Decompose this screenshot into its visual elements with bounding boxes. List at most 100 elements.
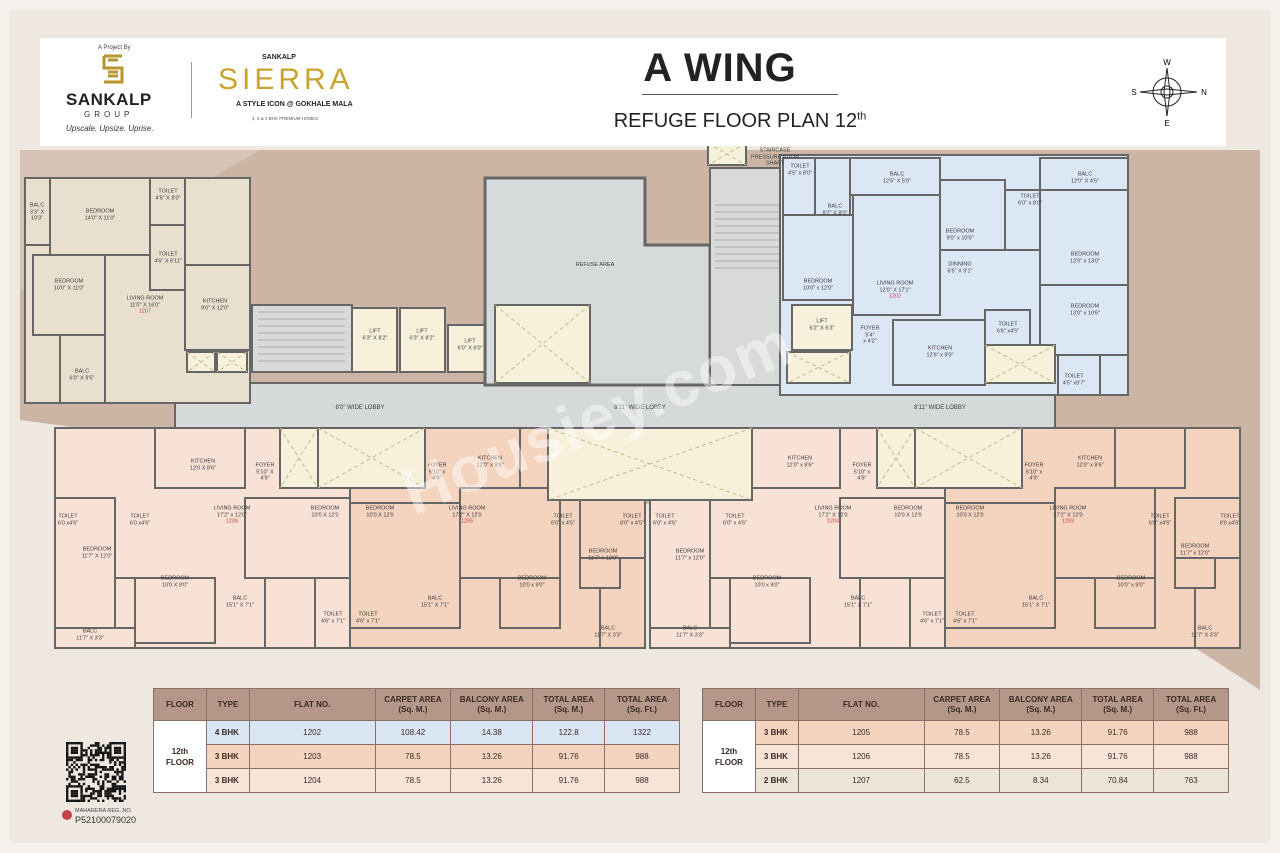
column-header: TYPE [754, 688, 799, 721]
room-name: BEDROOM 10'0 X 12'0 [955, 505, 985, 519]
qr-module [123, 785, 126, 788]
room-label: FOYER 5'4" x 4'2" [861, 325, 880, 345]
qr-module [116, 768, 119, 771]
room-label: DINNING 6'5" X 9'1" [948, 262, 973, 275]
qr-module [78, 742, 81, 745]
qr-module [68, 758, 71, 762]
room-name: BALC 6'0" X 9'5" [69, 368, 95, 382]
qr-module [118, 778, 122, 781]
qr-module [121, 756, 124, 759]
room-label: BALC 8'2" X 8'0" [823, 204, 848, 217]
staircase-left [251, 304, 353, 373]
qr-module [87, 775, 90, 778]
qr-module [90, 792, 93, 795]
room-label: BEDROOM 10'0" x 12'0" [803, 279, 833, 292]
room-name: BEDROOM 10'0 X 9'0" [160, 575, 190, 589]
qr-module [116, 751, 119, 754]
qr-module [70, 792, 74, 795]
qr-module [109, 768, 112, 771]
qr-module [106, 780, 110, 783]
qr-module [73, 766, 76, 769]
flat-1202-room [1039, 189, 1129, 286]
carpet-cell: 108.42 [374, 720, 452, 745]
qr-module [111, 782, 114, 786]
qr-module [80, 758, 83, 762]
flat-1206-room [244, 497, 351, 579]
qr-module [66, 763, 69, 766]
qr-module [85, 754, 88, 757]
header-banner: A Project By SANKALP GROUP Upscale. Upsi… [40, 38, 1226, 146]
flat-cell: 1204 [248, 768, 376, 793]
qr-module [118, 787, 122, 790]
carpet-cell: 78.5 [923, 720, 1001, 745]
qr-module [123, 758, 126, 762]
qr-module [118, 749, 122, 752]
shaft-cross [547, 427, 753, 501]
room-label: BEDROOM 10'0 X 12'0 [366, 506, 394, 519]
qr-module [97, 792, 100, 795]
room-label: LIVING ROOM 17'2" x 12'0"1206 [214, 505, 251, 525]
room-label: BEDROOM 11'7" x 12'0" [588, 549, 618, 562]
qr-module [99, 794, 102, 798]
qr-module [109, 742, 112, 745]
qr-module [99, 766, 102, 769]
room-name: BEDROOM 11'7" X 12'0" [81, 546, 113, 560]
qr-module [104, 766, 107, 769]
room-name: LIVING ROOM 17'2" X 12'0 [1049, 505, 1087, 518]
project-by-label: A Project By [98, 45, 131, 51]
qr-module [106, 787, 110, 790]
shaft [914, 427, 1023, 489]
qr-module [75, 780, 78, 783]
qr-module [87, 758, 90, 762]
compass-s: S [1131, 88, 1136, 97]
lift-1 [351, 307, 398, 373]
room-name: TOILET 4'6" x 7'1" [320, 611, 346, 625]
qr-module [109, 790, 112, 793]
qr-module [106, 775, 110, 778]
qr-module [109, 794, 112, 798]
qr-module [90, 797, 93, 800]
room-label: BALC 11'7" X 3'3" [594, 626, 622, 639]
room-label: FOYER 5'10" x 4'9" [853, 462, 872, 482]
room-label: TOILET 6'0" x 8'0" [1018, 194, 1042, 207]
room-name: LIVING ROOM 17'2" X 12'0 [814, 505, 852, 518]
flat-1207-room [32, 254, 106, 336]
qr-module [80, 785, 83, 788]
qr-module [99, 758, 102, 762]
qr-module [82, 749, 86, 752]
qr-module [66, 787, 69, 790]
shaft-center [494, 304, 591, 384]
qr-module [114, 770, 117, 774]
room-name: TOILET 6'6" x4'5" [996, 321, 1020, 335]
room-name: BALC 11'7" X 3'3" [76, 628, 104, 642]
qr-module [106, 751, 110, 754]
flat-cell: 1206 [797, 744, 925, 769]
qr-code[interactable] [66, 742, 126, 802]
room-label: 8'11" WIDE LOBBY [914, 405, 966, 412]
qr-module [104, 749, 107, 752]
room-label: BALC 15'1" X 7'1" [1022, 596, 1050, 609]
qr-module [123, 744, 126, 747]
qr-module [90, 758, 93, 762]
room-label: KITCHEN 12'6" x 9'0" [926, 346, 953, 359]
room-name: TOILET 4'6" X 6'11" [154, 251, 182, 265]
total_m-cell: 91.76 [532, 744, 606, 769]
subtitle-sup: th [857, 110, 867, 123]
qr-module [80, 746, 83, 750]
room-name: 8'0" WIDE LOBBY [335, 404, 385, 411]
qr-module [82, 754, 86, 757]
flat-1202-room [892, 319, 986, 386]
qr-module [114, 778, 117, 781]
compass-icon: W S N E [1131, 58, 1207, 128]
qr-module [116, 742, 119, 745]
qr-module [123, 742, 126, 745]
room-name: LIVING ROOM 17'2" X 12'0 [448, 505, 486, 518]
room-label: TOILET 6'0" x4'5" [1149, 514, 1172, 527]
column-header: CARPET AREA (Sq. M.) [374, 688, 452, 721]
qr-module [99, 787, 102, 790]
